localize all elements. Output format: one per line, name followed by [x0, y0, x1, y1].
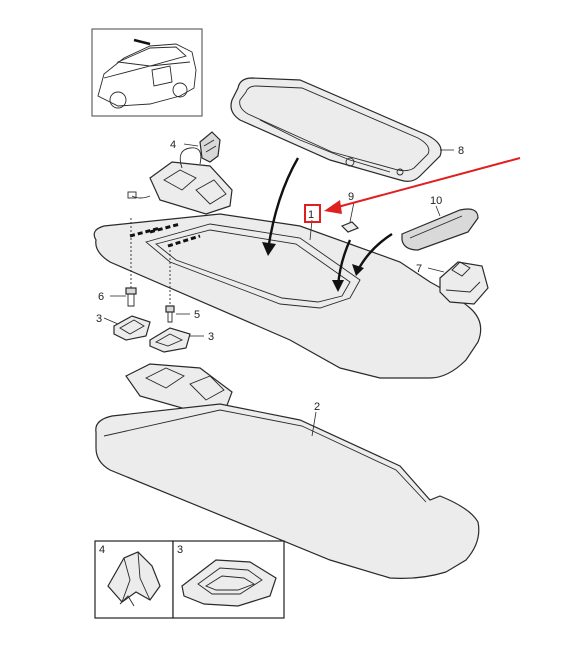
part-7-holder	[439, 261, 489, 305]
assembly-arrows	[262, 157, 393, 292]
callout-9: 9	[348, 191, 354, 203]
part-10-lens	[401, 208, 479, 251]
highlight-marker	[304, 204, 321, 223]
callout-6: 6	[98, 291, 104, 303]
inset-part-3: 3	[172, 540, 285, 619]
callout-10: 10	[430, 195, 442, 207]
part-6-screw	[125, 218, 137, 307]
callout-7: 7	[416, 263, 422, 275]
car-thumbnail-icon	[91, 28, 203, 117]
red-arrow-icon	[324, 157, 521, 214]
part-1-sun-visor-body	[93, 213, 482, 379]
part-5-screw	[165, 250, 175, 323]
part-8-mirror-frame	[230, 77, 442, 182]
inset-label-4: 4	[99, 544, 105, 556]
part-3-cover-right	[149, 327, 191, 353]
callout-3a: 3	[96, 313, 102, 325]
lower-mounting-bracket	[125, 363, 233, 413]
part-3-cover-left	[113, 315, 151, 341]
mounting-bracket-with-wiring	[127, 147, 233, 215]
callout-8: 8	[458, 145, 464, 157]
callout-4: 4	[170, 139, 176, 151]
inset-part-4: 4	[94, 540, 174, 619]
callout-2: 2	[314, 401, 320, 413]
inset-label-3: 3	[177, 544, 183, 556]
callout-3b: 3	[208, 331, 214, 343]
callout-5: 5	[194, 309, 200, 321]
part-9-bulb	[340, 221, 360, 233]
callout-1: 1	[308, 209, 314, 221]
part-4-clip	[199, 131, 221, 163]
part-2-sun-visor	[95, 403, 480, 579]
leader-lines	[103, 143, 454, 437]
